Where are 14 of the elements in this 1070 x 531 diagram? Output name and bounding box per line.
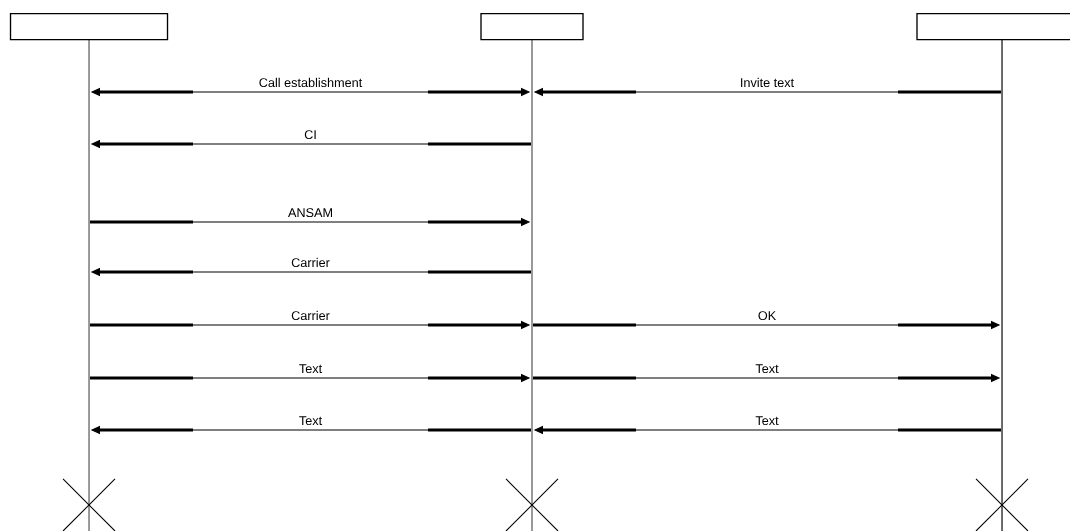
message-label: Invite text (741, 77, 794, 88)
lifeline-head-box (9, 13, 169, 41)
lifeline-head-box (916, 13, 1070, 41)
message-label: Text (299, 416, 323, 426)
message-label: Text (755, 364, 779, 374)
message-label: OK (758, 311, 776, 321)
message-label: Call establishment (259, 77, 363, 88)
message-label: Text (755, 416, 779, 426)
lifeline-head-box (480, 13, 584, 41)
message-label: Text (299, 364, 323, 374)
message-label: ANSAM (288, 208, 332, 218)
message-label: CI (304, 130, 316, 140)
message-label: Carrier (291, 257, 330, 268)
message-label: Carrier (291, 310, 330, 321)
